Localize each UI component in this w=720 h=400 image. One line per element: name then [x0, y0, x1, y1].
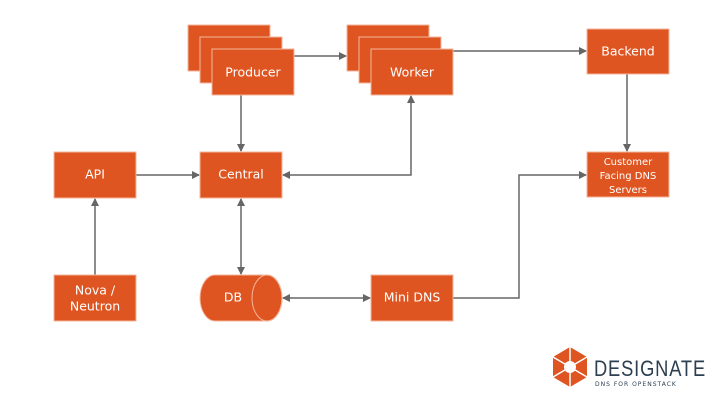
node-producer: Producer: [187, 24, 295, 96]
nova-label-2: Neutron: [70, 299, 120, 314]
db-label: DB: [224, 290, 242, 305]
node-central: Central: [199, 151, 283, 199]
logo-title: DESIGNATE: [594, 356, 706, 381]
nova-label-1: Nova /: [75, 283, 116, 298]
central-label: Central: [218, 167, 264, 182]
node-customer-dns: Customer Facing DNS Servers: [586, 151, 670, 198]
node-api: API: [53, 151, 137, 199]
edge-minidns-customer: [452, 171, 587, 299]
backend-label: Backend: [601, 44, 654, 59]
customer-label-3: Servers: [609, 185, 647, 196]
node-nova-neutron: Nova / Neutron: [53, 274, 137, 322]
producer-label: Producer: [225, 65, 281, 80]
minidns-label: Mini DNS: [384, 290, 441, 305]
worker-label: Worker: [390, 65, 435, 80]
edge-central-worker: [282, 95, 415, 179]
customer-label-1: Customer: [604, 157, 653, 168]
node-backend: Backend: [586, 28, 670, 75]
node-worker: Worker: [346, 24, 454, 96]
designate-logo: DESIGNATE DNS FOR OPENSTACK: [552, 347, 706, 388]
logo-subtitle: DNS FOR OPENSTACK: [595, 381, 677, 388]
node-db: DB: [199, 274, 283, 322]
node-mini-dns: Mini DNS: [370, 274, 454, 322]
hexagon-logo-icon: [552, 347, 588, 387]
api-label: API: [85, 167, 105, 182]
customer-label-2: Facing DNS: [600, 171, 657, 182]
